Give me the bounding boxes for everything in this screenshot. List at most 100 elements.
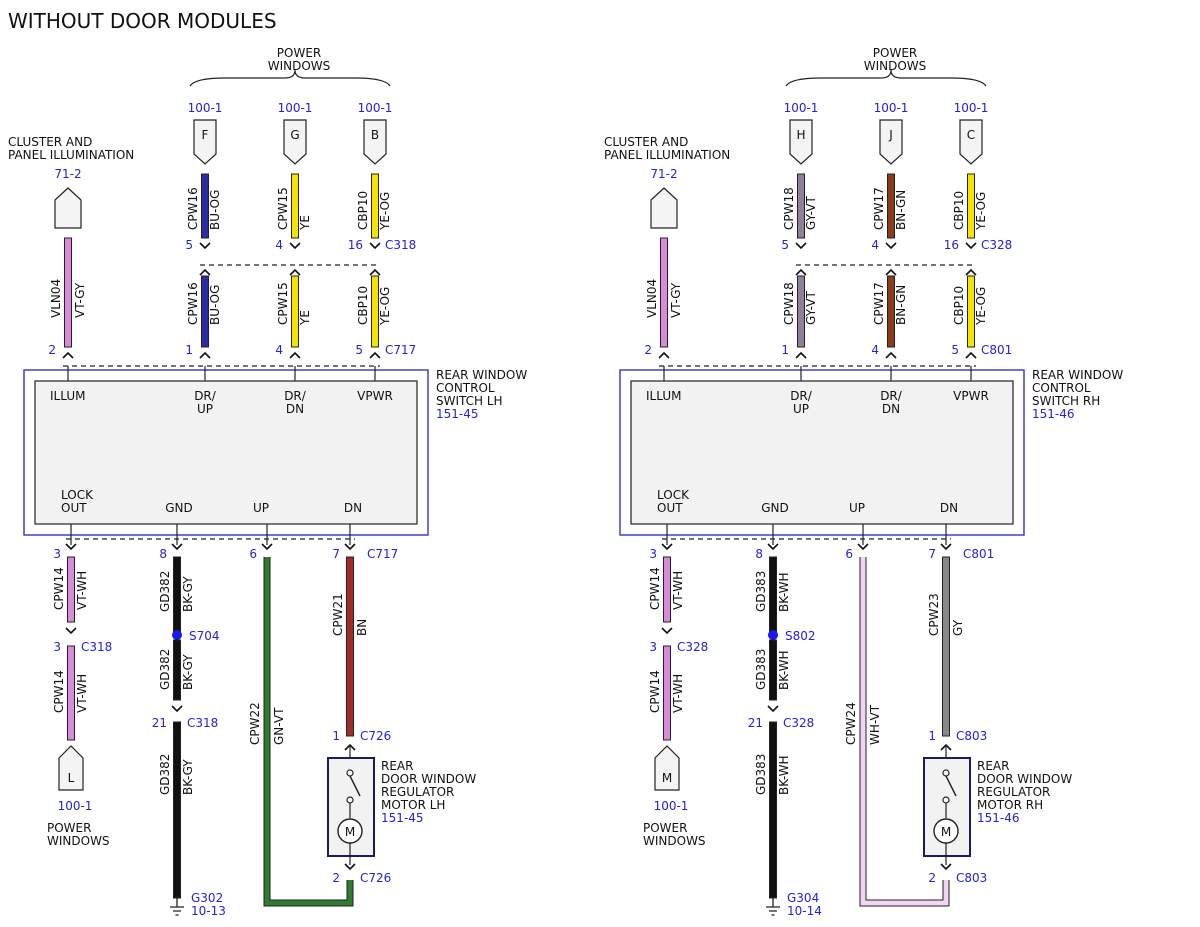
lower-wire bbox=[371, 275, 379, 348]
switch-ref: 151-46 bbox=[1032, 407, 1075, 421]
lower-pin: 5 bbox=[355, 343, 363, 357]
switch-outline bbox=[23, 369, 429, 536]
dn-color: GY bbox=[951, 619, 965, 636]
upper-wire-color: YE-OG bbox=[378, 192, 392, 231]
lower-wire-circuit: CPW15 bbox=[276, 282, 290, 325]
upper-connector-name: C328 bbox=[981, 238, 1012, 252]
splice-dot bbox=[768, 630, 778, 640]
ground-splice: S704 bbox=[189, 629, 220, 643]
switch-body bbox=[34, 380, 418, 525]
mid-arrow bbox=[199, 268, 211, 276]
ground-circuit-1: GD382 bbox=[158, 571, 172, 612]
lower-wire bbox=[967, 275, 975, 348]
switch-bottom-pin-label: GND bbox=[761, 501, 789, 515]
illum-arrow bbox=[658, 351, 670, 359]
dn-wire bbox=[346, 556, 354, 737]
up-circuit: CPW22 bbox=[248, 702, 262, 745]
ground-circuit-3: GD382 bbox=[158, 754, 172, 795]
power-windows-brace bbox=[189, 69, 391, 87]
top-connector-ref: 100-1 bbox=[188, 101, 223, 115]
lockout-circuit-2: CPW14 bbox=[648, 670, 662, 713]
switch-outline bbox=[619, 369, 1025, 536]
upper-pin: 16 bbox=[348, 238, 363, 252]
ground-circuit-1: GD383 bbox=[754, 571, 768, 612]
splice-dot bbox=[172, 630, 182, 640]
switch-bottom-arrow bbox=[65, 543, 77, 551]
motor-pin-bot: 2 bbox=[332, 871, 340, 885]
cluster-ref: 71-2 bbox=[54, 167, 81, 181]
up-color: WH-VT bbox=[868, 704, 882, 745]
upper-pin: 4 bbox=[275, 238, 283, 252]
lockout-color-1: VT-WH bbox=[75, 571, 89, 610]
lower-wire-circuit: CPW16 bbox=[186, 282, 200, 325]
switch-top-pin-label: VPWR bbox=[357, 389, 393, 403]
top-connector-symbol bbox=[959, 119, 983, 165]
lower-wire bbox=[887, 275, 895, 348]
ground-color-2: BK-WH bbox=[777, 650, 791, 690]
ground-pin-2: 21 bbox=[152, 716, 167, 730]
ground-circuit-2: GD382 bbox=[158, 649, 172, 690]
upper-wire-color: YE-OG bbox=[974, 192, 988, 231]
motor-switch-contact bbox=[346, 769, 354, 777]
top-connector-symbol bbox=[363, 119, 387, 165]
top-connector-letter: J bbox=[888, 128, 893, 142]
top-connector-symbol bbox=[193, 119, 217, 165]
top-connector-symbol bbox=[789, 119, 813, 165]
upper-arrow bbox=[199, 242, 211, 250]
lower-pin: 1 bbox=[185, 343, 193, 357]
ground-symbol bbox=[766, 898, 780, 916]
ground-wire-2 bbox=[173, 639, 181, 701]
mid-arrow bbox=[885, 268, 897, 276]
switch-top-pin-label: VPWR bbox=[953, 389, 989, 403]
top-connector-letter: C bbox=[967, 128, 975, 142]
switch-bottom-arrow bbox=[857, 543, 869, 551]
lower-wire-circuit: CBP10 bbox=[952, 286, 966, 325]
motor-switch-contact bbox=[942, 796, 950, 804]
cluster-connector-symbol bbox=[650, 187, 678, 229]
lockout-letter: L bbox=[68, 771, 75, 785]
top-connector-ref: 100-1 bbox=[954, 101, 989, 115]
upper-wire-color: YE bbox=[298, 215, 312, 231]
ground-symbol bbox=[170, 898, 184, 916]
lockout-pin: 3 bbox=[649, 547, 657, 561]
illum-color: VT-GY bbox=[73, 282, 87, 318]
upper-pin: 5 bbox=[781, 238, 789, 252]
dn-pin: 7 bbox=[928, 547, 936, 561]
lower-wire bbox=[291, 275, 299, 348]
switch-top-pin-label: DR/DN bbox=[880, 389, 903, 416]
ground-ref: G302 bbox=[191, 891, 223, 905]
up-pin: 6 bbox=[845, 547, 853, 561]
ground-pin: 8 bbox=[755, 547, 763, 561]
mid-arrow bbox=[965, 268, 977, 276]
up-circuit: CPW24 bbox=[844, 702, 858, 745]
ground-ref: G304 bbox=[787, 891, 819, 905]
illum-circuit: VLN04 bbox=[49, 279, 63, 318]
lower-wire-color: YE-OG bbox=[974, 287, 988, 326]
switch-bottom-pin-label: DN bbox=[344, 501, 362, 515]
lockout-conn-2: C318 bbox=[81, 640, 112, 654]
motor-pin-top: 1 bbox=[332, 729, 340, 743]
upper-arrow bbox=[795, 242, 807, 250]
lockout-connector-symbol bbox=[58, 745, 84, 791]
top-connector-letter: G bbox=[290, 128, 299, 142]
dn-pin: 7 bbox=[332, 547, 340, 561]
upper-wire-circuit: CBP10 bbox=[952, 191, 966, 230]
lower-wire-circuit: CPW17 bbox=[872, 282, 886, 325]
illum-pin: 2 bbox=[48, 343, 56, 357]
lower-wire-color: YE-OG bbox=[378, 287, 392, 326]
upper-wire-circuit: CPW17 bbox=[872, 187, 886, 230]
upper-wire bbox=[887, 173, 895, 239]
ground-wire-3 bbox=[173, 721, 181, 899]
lockout-connector-symbol bbox=[654, 745, 680, 791]
top-connector-letter: B bbox=[371, 128, 379, 142]
motor-pin-bot: 2 bbox=[928, 871, 936, 885]
